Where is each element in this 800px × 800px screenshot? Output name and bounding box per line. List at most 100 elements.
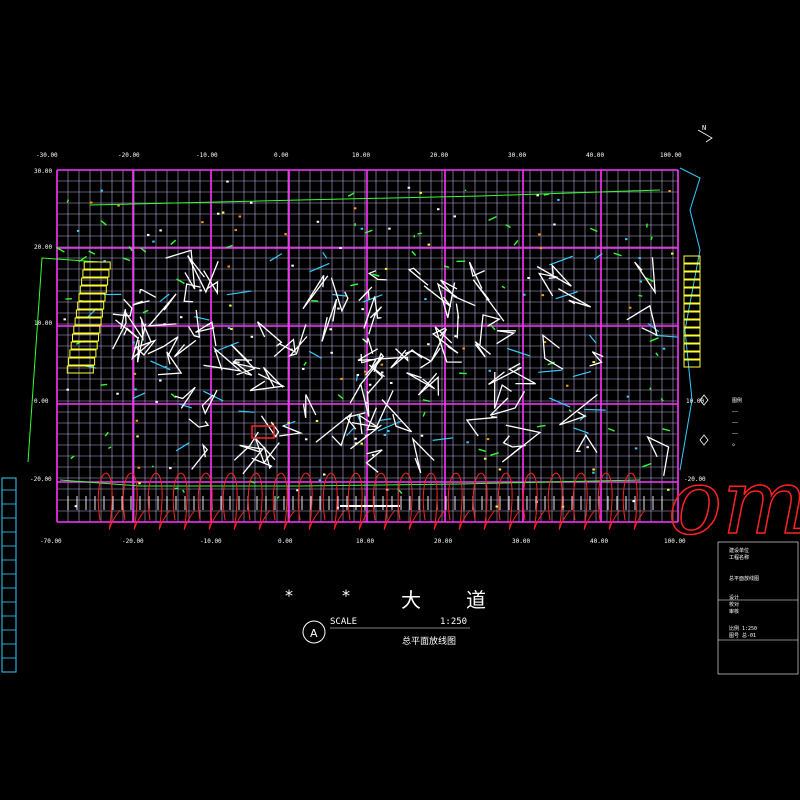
point-marker bbox=[226, 180, 229, 183]
building-outline-stroke bbox=[187, 255, 219, 294]
site-boundary-line bbox=[89, 189, 661, 206]
stair-step bbox=[683, 335, 701, 344]
x-axis-bottom-label: 40.00 bbox=[590, 538, 609, 545]
point-marker bbox=[671, 252, 674, 255]
building-outline-stroke bbox=[302, 394, 317, 419]
landscape-mark bbox=[311, 299, 319, 302]
landscape-mark bbox=[638, 294, 643, 297]
point-marker bbox=[103, 259, 106, 262]
utility-line bbox=[593, 253, 603, 260]
view-marker: A bbox=[310, 627, 318, 640]
point-marker bbox=[538, 233, 541, 236]
landscape-mark bbox=[226, 244, 233, 249]
point-marker bbox=[667, 488, 670, 491]
building-outline-stroke bbox=[349, 382, 370, 417]
road-title-char: 道 bbox=[466, 588, 486, 612]
point-marker bbox=[116, 392, 119, 395]
landscape-mark bbox=[55, 246, 65, 253]
point-marker bbox=[301, 367, 305, 370]
point-marker bbox=[339, 247, 342, 250]
building-outline-stroke bbox=[646, 435, 670, 476]
building-outline-stroke bbox=[557, 288, 592, 308]
point-marker bbox=[437, 208, 440, 211]
building-outline-stroke bbox=[575, 434, 598, 453]
point-marker bbox=[152, 240, 155, 243]
building-outline-stroke bbox=[501, 424, 542, 463]
point-marker bbox=[135, 419, 139, 422]
stair-step bbox=[79, 285, 107, 294]
stair-step bbox=[683, 303, 701, 312]
red-scribble bbox=[497, 472, 521, 530]
red-cursive-overlay bbox=[97, 425, 646, 530]
stair-step bbox=[75, 309, 103, 318]
building-outline-stroke bbox=[488, 366, 522, 385]
point-marker bbox=[668, 190, 671, 193]
point-marker bbox=[626, 395, 630, 398]
stair-step bbox=[72, 333, 99, 342]
watermark: om bbox=[667, 449, 800, 556]
building-outline-stroke bbox=[132, 300, 150, 306]
title-block-line: 校对 bbox=[729, 602, 740, 608]
utility-line bbox=[549, 255, 574, 266]
point-marker bbox=[586, 446, 589, 449]
landscape-mark bbox=[100, 220, 107, 226]
stair-step bbox=[69, 349, 97, 358]
stair-step bbox=[68, 357, 96, 366]
point-marker bbox=[361, 308, 364, 311]
point-marker bbox=[138, 482, 141, 485]
landscape-mark bbox=[590, 227, 598, 232]
building-outline-stroke bbox=[365, 449, 383, 473]
stair-step bbox=[70, 341, 98, 350]
landscape-mark bbox=[607, 427, 615, 432]
point-marker bbox=[146, 233, 150, 236]
road-title-star: * bbox=[285, 586, 293, 605]
landscape-mark bbox=[104, 431, 109, 437]
x-axis-top-label: 40.00 bbox=[586, 152, 605, 159]
point-marker bbox=[388, 227, 391, 230]
landscape-mark bbox=[490, 324, 496, 331]
utility-line bbox=[346, 426, 356, 437]
point-marker bbox=[230, 328, 233, 331]
stair-step bbox=[81, 277, 109, 286]
building-outline-stroke bbox=[366, 390, 394, 431]
red-scribble bbox=[572, 472, 596, 530]
x-axis-top-label: -10.00 bbox=[196, 152, 218, 159]
point-marker bbox=[407, 186, 411, 189]
point-marker bbox=[390, 381, 393, 384]
legend-line: 图例 bbox=[732, 398, 743, 404]
point-marker bbox=[337, 307, 340, 310]
landscape-mark bbox=[128, 245, 133, 252]
x-axis-top-label: 20.00 bbox=[430, 152, 449, 159]
stair-step bbox=[683, 271, 701, 280]
building-outline-stroke bbox=[351, 414, 378, 435]
point-marker bbox=[634, 447, 638, 450]
building-outline-stroke bbox=[191, 443, 209, 470]
utility-line bbox=[238, 410, 254, 413]
point-marker bbox=[536, 194, 539, 197]
building-outline-stroke bbox=[407, 267, 429, 286]
building-outline-stroke bbox=[124, 311, 144, 342]
building-outline-stroke bbox=[350, 424, 382, 450]
building-outline-stroke bbox=[195, 321, 217, 347]
point-marker bbox=[387, 430, 390, 433]
point-marker bbox=[221, 211, 225, 214]
landscape-mark bbox=[354, 223, 357, 227]
utility-line bbox=[573, 427, 589, 434]
landscape-mark bbox=[547, 361, 555, 366]
point-marker bbox=[565, 384, 569, 387]
point-marker bbox=[371, 454, 375, 457]
point-marker bbox=[557, 198, 560, 201]
red-scribble bbox=[172, 472, 196, 530]
y-axis-left-label: 20.00 bbox=[34, 244, 53, 251]
stair-step bbox=[82, 269, 110, 278]
landscape-mark bbox=[176, 278, 185, 285]
point-marker bbox=[323, 473, 326, 476]
landscape-mark bbox=[100, 383, 108, 386]
point-marker bbox=[63, 318, 66, 321]
building-outline-stroke bbox=[423, 285, 452, 308]
road-title-star: * bbox=[342, 586, 350, 605]
building-outline-stroke bbox=[187, 309, 201, 338]
point-marker bbox=[625, 238, 628, 241]
building-outline-stroke bbox=[363, 296, 382, 329]
legend: 图例 —— —— —— ◇ bbox=[732, 396, 796, 451]
